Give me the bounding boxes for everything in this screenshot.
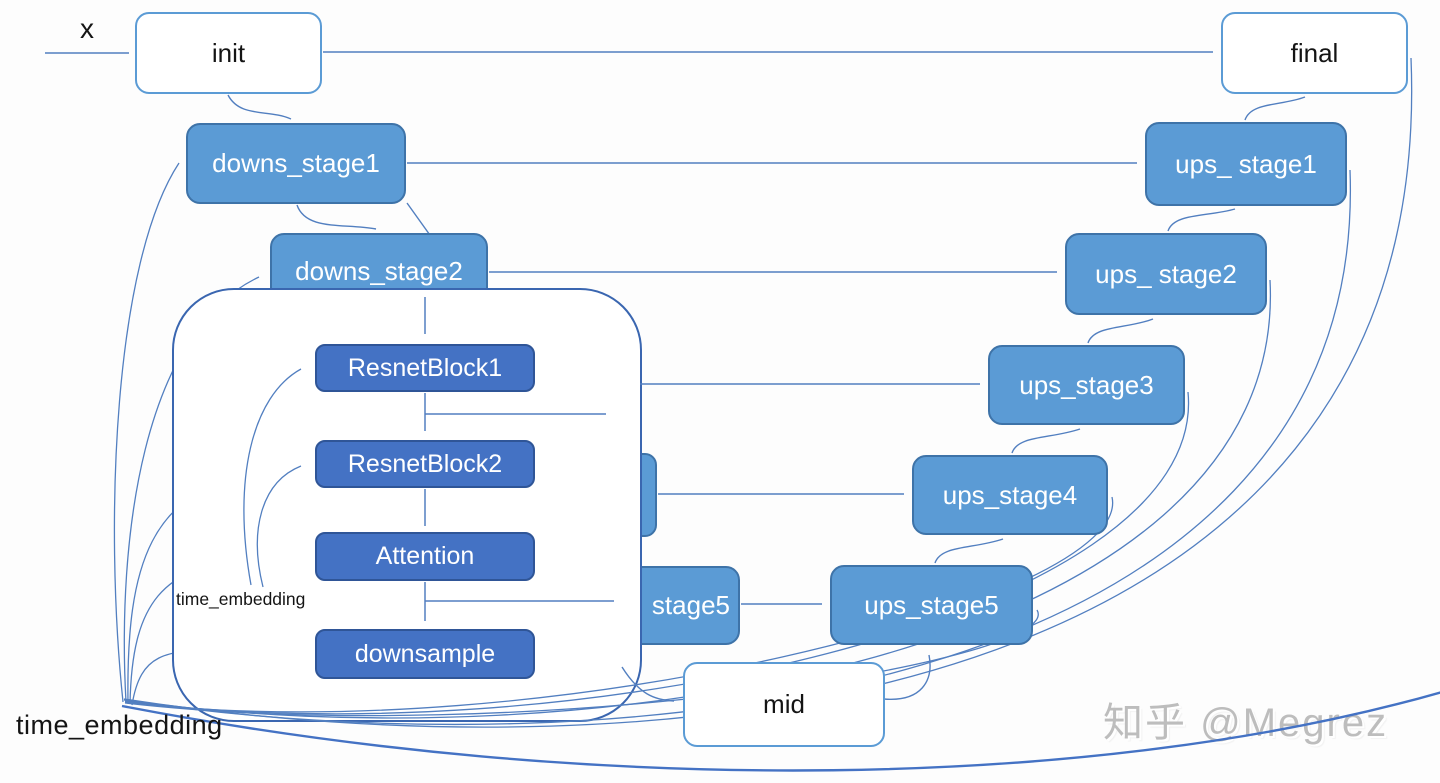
ups-stage4-box: ups_stage4 (912, 455, 1108, 535)
edge-mid-to-ups5 (883, 654, 931, 700)
ups-stage5-box: ups_stage5 (830, 565, 1033, 645)
init-box: init (135, 12, 322, 94)
input-x-label: x (80, 13, 94, 44)
resnet-block2-box: ResnetBlock2 (315, 440, 535, 488)
downsample-box: downsample (315, 629, 535, 679)
ups-stage3-box: ups_stage3 (988, 345, 1185, 425)
mid-box: mid (683, 662, 885, 747)
watermark: 知乎 @Megrez (1103, 701, 1389, 745)
ups-stage2-box: ups_ stage2 (1065, 233, 1267, 315)
edge-ups1-to-final (1244, 96, 1306, 121)
edge-ups4-to-ups3 (1011, 428, 1081, 454)
time-embedding-label: time_embedding (16, 710, 223, 740)
edge-init-to-downs1 (227, 94, 292, 120)
edge-downs1-to-downs2 (296, 204, 377, 230)
ups-stage1-box: ups_ stage1 (1145, 122, 1347, 206)
edge-ups3-to-ups2 (1087, 318, 1154, 344)
edge-ups5-to-ups4 (934, 538, 1004, 564)
attention-box: Attention (315, 532, 535, 581)
final-box: final (1221, 12, 1408, 94)
panel-time-embedding-label: time_embedding (176, 589, 306, 609)
resnet-block1-box: ResnetBlock1 (315, 344, 535, 392)
edge-timeembed-to-downs1 (113, 162, 180, 703)
edge-ups2-to-ups1 (1167, 208, 1236, 232)
downs-stage1-box: downs_stage1 (186, 123, 406, 204)
